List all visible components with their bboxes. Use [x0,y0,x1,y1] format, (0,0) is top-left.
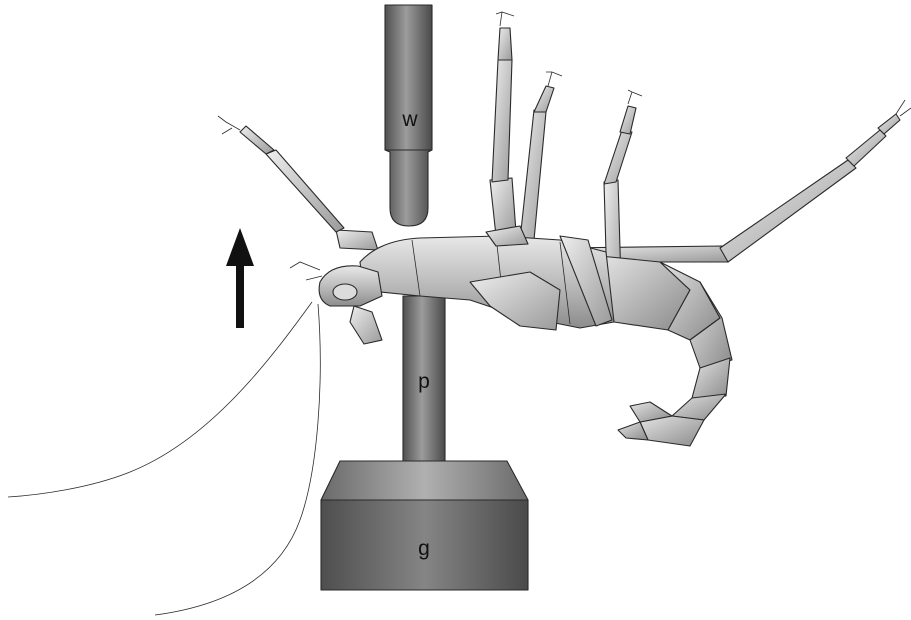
post-label: p [418,370,430,393]
ground-base [321,461,528,590]
head [290,262,382,344]
antennae [8,302,320,615]
upward-arrow [226,228,254,328]
front-leg [218,116,378,250]
middle-leg-2 [520,72,562,240]
wire-label: w [401,108,418,131]
middle-leg-1 [490,12,516,236]
abdomen [600,256,732,446]
ground-label: g [418,537,430,560]
